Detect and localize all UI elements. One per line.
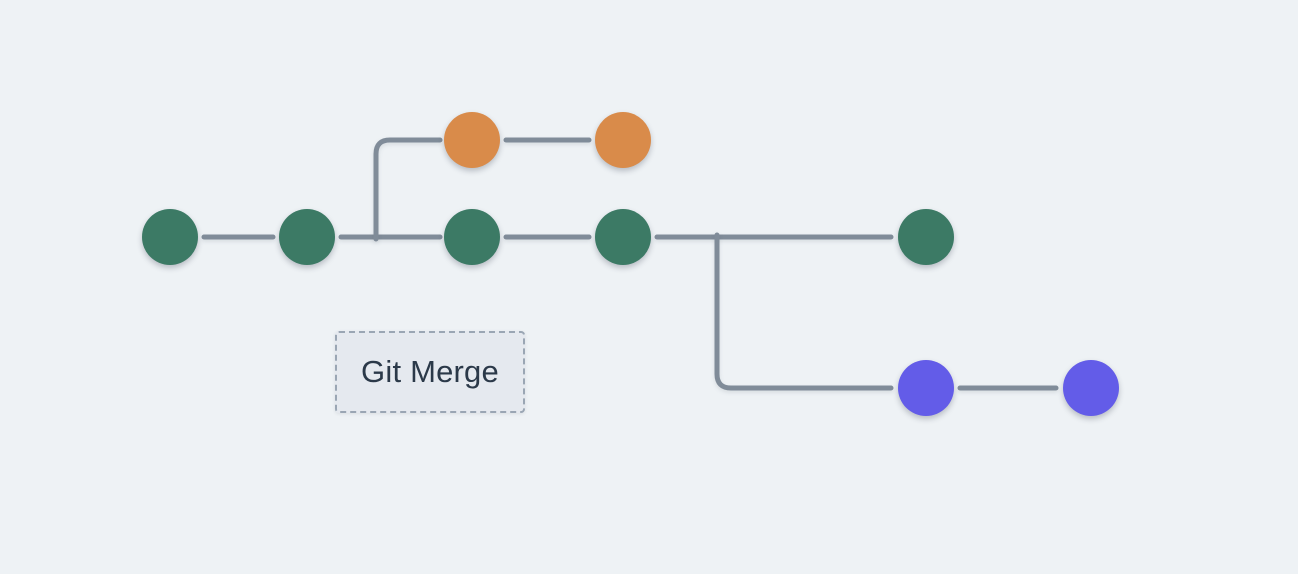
commit-node-feature-bottom-1 bbox=[898, 360, 954, 416]
git-merge-label-text: Git Merge bbox=[361, 354, 499, 389]
git-merge-label[interactable]: Git Merge bbox=[335, 331, 525, 413]
commit-node-main-3 bbox=[444, 209, 500, 265]
branch-down-connector bbox=[714, 232, 894, 391]
commit-node-main-5 bbox=[898, 209, 954, 265]
branch-up-connector bbox=[373, 137, 443, 242]
commit-node-main-1 bbox=[142, 209, 198, 265]
commit-node-main-4 bbox=[595, 209, 651, 265]
commit-node-feature-top-2 bbox=[595, 112, 651, 168]
commit-node-feature-top-1 bbox=[444, 112, 500, 168]
commit-node-feature-bottom-2 bbox=[1063, 360, 1119, 416]
commit-node-main-2 bbox=[279, 209, 335, 265]
